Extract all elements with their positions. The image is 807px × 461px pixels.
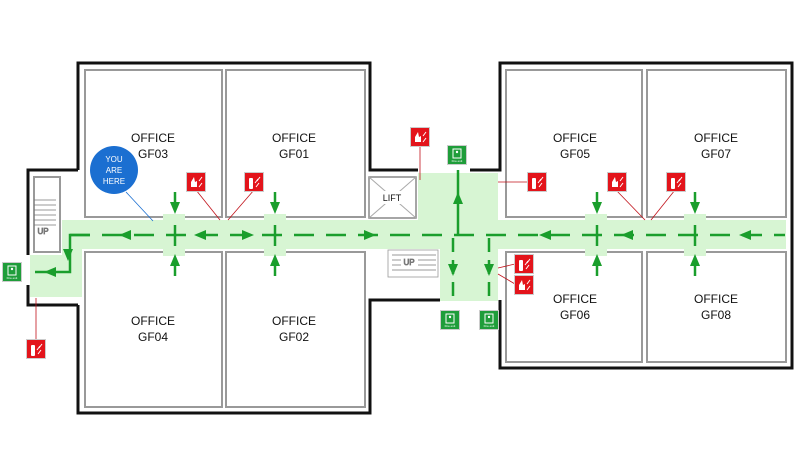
room-gf02-code: GF02 — [279, 330, 309, 344]
fire-exit-text: Fire exit — [484, 324, 495, 328]
stairs-label: UP — [37, 227, 48, 236]
running-man-icon — [7, 265, 17, 276]
stairs-label: UP — [403, 258, 414, 267]
fire-exit-text: Fire exit — [7, 276, 18, 280]
outer-walls — [26, 61, 794, 415]
fire-alarm-call-point-sign — [607, 172, 627, 192]
fire-extinguisher-sign — [26, 339, 46, 359]
room-gf03-code: GF03 — [138, 147, 168, 161]
room-gf05-name: OFFICE — [553, 131, 597, 145]
room-gf08-name: OFFICE — [694, 292, 738, 306]
fire-alarm-call-point-sign — [410, 127, 430, 147]
running-man-icon — [484, 313, 494, 324]
arrowhead — [270, 254, 280, 266]
arrowhead — [242, 230, 254, 240]
inner-walls — [33, 69, 787, 408]
arrowhead — [621, 230, 633, 240]
room-gf08-code: GF08 — [701, 308, 731, 322]
room-gf06-name: OFFICE — [553, 292, 597, 306]
hand-call-point-icon — [612, 177, 618, 187]
room-gf04-name: OFFICE — [131, 314, 175, 328]
fire-alarm-call-point-sign — [514, 275, 534, 295]
lift: LIFT — [368, 176, 417, 219]
you-are-here-text: HERE — [103, 177, 125, 186]
room-gf06-code: GF06 — [560, 308, 590, 322]
arrowhead — [690, 202, 700, 214]
arrowhead — [194, 230, 206, 240]
arrowhead — [592, 254, 602, 266]
you-are-here-pointer — [125, 191, 154, 222]
fire-extinguisher-sign — [514, 254, 534, 274]
arrowhead — [170, 202, 180, 214]
fire-exit-sign: Fire exit — [479, 310, 499, 330]
arrowhead — [448, 264, 458, 276]
stairs-left: UP — [34, 199, 56, 236]
arrowhead — [270, 202, 280, 214]
running-man-icon — [452, 148, 462, 159]
sign-leader-lines — [35, 146, 676, 340]
extinguisher-icon — [671, 178, 675, 189]
arrowhead — [44, 267, 56, 277]
arrowhead — [63, 249, 73, 261]
room-gf04-code: GF04 — [138, 330, 168, 344]
extinguisher-icon — [249, 178, 253, 189]
arrowhead — [592, 202, 602, 214]
room-gf07-code: GF07 — [701, 147, 731, 161]
room-gf03-name: OFFICE — [131, 131, 175, 145]
arrowhead — [539, 230, 551, 240]
fire-exit-text: Fire exit — [445, 324, 456, 328]
arrowhead — [484, 264, 494, 276]
room-gf01-name: OFFICE — [272, 131, 316, 145]
extinguisher-icon — [532, 178, 536, 189]
arrowhead — [739, 230, 751, 240]
fire-exit-sign: Fire exit — [440, 310, 460, 330]
hand-call-point-icon — [519, 280, 525, 290]
fire-alarm-call-point-sign — [186, 172, 206, 192]
you-are-here-text: ARE — [106, 166, 122, 175]
fire-extinguisher-sign — [666, 172, 686, 192]
arrowhead — [170, 254, 180, 266]
running-man-icon — [445, 313, 455, 324]
fire-exit-sign: Fire exit — [2, 262, 22, 282]
door-openings — [163, 214, 706, 256]
fire-extinguisher-sign — [527, 172, 547, 192]
arrowhead — [364, 230, 376, 240]
arrowhead — [119, 230, 131, 240]
room-gf05-code: GF05 — [560, 147, 590, 161]
room-gf02-name: OFFICE — [272, 314, 316, 328]
route-arrowheads — [44, 192, 751, 277]
extinguisher-icon — [519, 260, 523, 271]
arrowhead — [453, 192, 463, 204]
you-are-here-text: YOU — [105, 155, 123, 164]
room-gf01-code: GF01 — [279, 147, 309, 161]
room-labels: OFFICE GF03 OFFICE GF01 OFFICE GF04 OFFI… — [131, 131, 738, 344]
room-gf07-name: OFFICE — [694, 131, 738, 145]
fire-exit-text: Fire exit — [452, 159, 463, 163]
lift-label: LIFT — [383, 193, 402, 203]
extinguisher-icon — [31, 345, 35, 356]
hand-call-point-icon — [415, 132, 421, 142]
fire-extinguisher-sign — [244, 172, 264, 192]
stairs-middle: UP — [387, 249, 439, 278]
fire-exit-sign: Fire exit — [447, 145, 467, 165]
arrowhead — [690, 254, 700, 266]
hand-call-point-icon — [191, 177, 197, 187]
you-are-here-marker: YOU ARE HERE — [90, 146, 138, 194]
